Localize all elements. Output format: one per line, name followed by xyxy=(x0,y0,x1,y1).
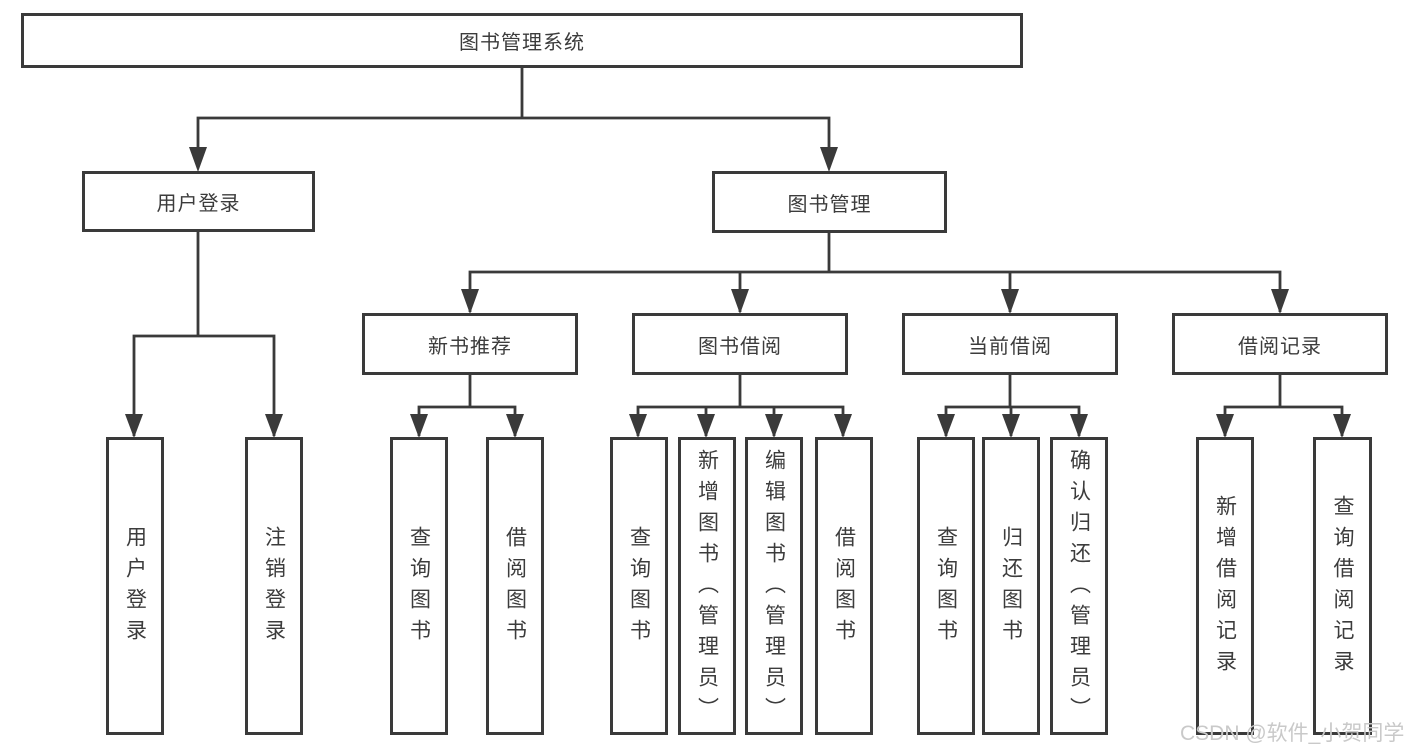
leaf-add-books-admin: 新增图书（管理员） xyxy=(678,437,736,735)
connector-bookborrow-rail xyxy=(636,405,845,436)
leaf-query-books: 查询图书 xyxy=(917,437,975,735)
leaf-return-books: 归还图书 xyxy=(982,437,1040,735)
node-current-borrow: 当前借阅 xyxy=(902,313,1118,375)
connector-newbook-rail xyxy=(417,405,517,436)
node-root-system: 图书管理系统 xyxy=(21,13,1023,68)
leaf-logout: 注销登录 xyxy=(245,437,303,735)
node-new-book-recommend: 新书推荐 xyxy=(362,313,578,375)
leaf-query-borrow-record: 查询借阅记录 xyxy=(1313,437,1372,735)
node-user-login: 用户登录 xyxy=(82,171,315,232)
arrow-down-icon xyxy=(125,147,1351,438)
leaf-borrow-books: 借阅图书 xyxy=(815,437,873,735)
leaf-edit-books-admin: 编辑图书（管理员） xyxy=(745,437,803,735)
connector-level3-rail xyxy=(468,270,1282,312)
csdn-watermark: CSDN @软件_小贺同学 xyxy=(1180,722,1405,745)
connector-userlogin-rail xyxy=(132,334,276,436)
leaf-query-books: 查询图书 xyxy=(610,437,668,735)
leaf-confirm-return-admin: 确认归还（管理员） xyxy=(1050,437,1108,735)
connector-level2-rail xyxy=(196,116,831,168)
node-book-management: 图书管理 xyxy=(712,171,947,233)
leaf-borrow-books: 借阅图书 xyxy=(486,437,544,735)
leaf-query-books: 查询图书 xyxy=(390,437,448,735)
node-book-borrow: 图书借阅 xyxy=(632,313,848,375)
leaf-add-borrow-record: 新增借阅记录 xyxy=(1196,437,1254,735)
node-borrow-records: 借阅记录 xyxy=(1172,313,1388,375)
leaf-user-login: 用户登录 xyxy=(106,437,164,735)
connector-borrowrecords-rail xyxy=(1223,405,1344,436)
